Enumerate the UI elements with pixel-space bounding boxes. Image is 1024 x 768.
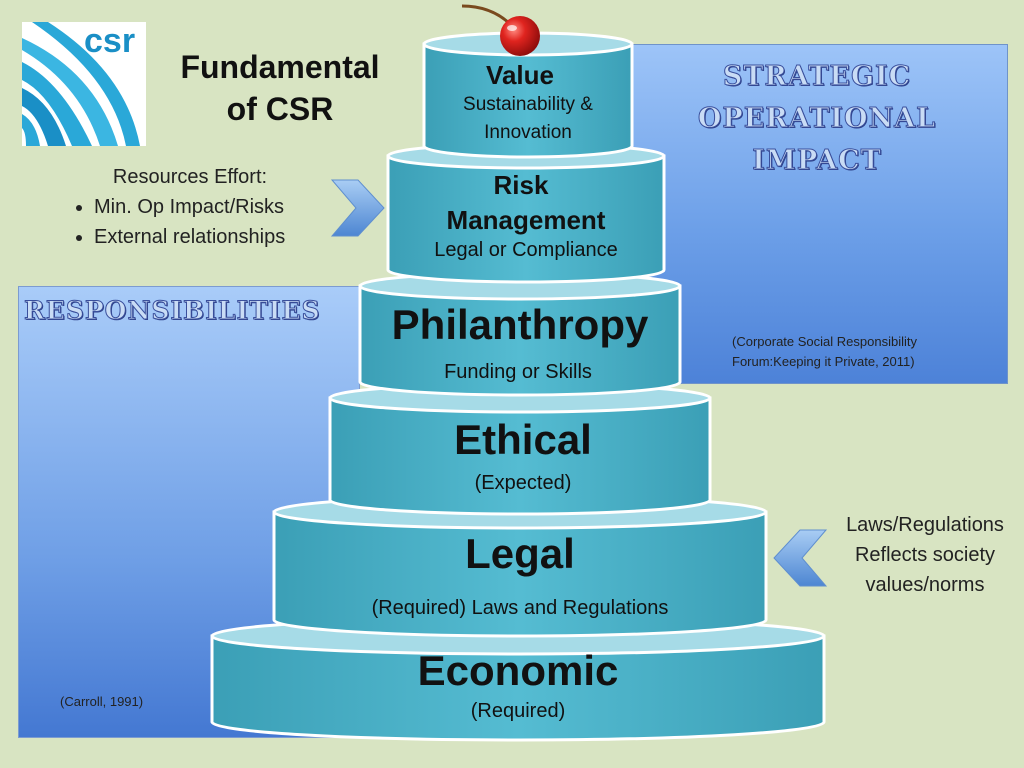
tier-legal-text: Legal (Required) Laws and Regulations — [274, 528, 766, 636]
tier-economic-name: Economic — [212, 644, 824, 698]
tier-philanthropy-name: Philanthropy — [360, 300, 680, 350]
tier-value-name: Value — [408, 60, 632, 90]
tier-economic-sub: (Required) — [212, 698, 824, 724]
tier-ethical-sub: (Expected) — [336, 466, 710, 500]
tier-value-sub-line1: Sustainability & — [424, 90, 632, 120]
chevron-left-icon — [774, 530, 826, 586]
tier-risk-text: Risk Management Legal or Compliance — [388, 168, 664, 262]
tier-ethical-name: Ethical — [336, 414, 710, 466]
tier-economic-text: Economic (Required) — [212, 644, 824, 724]
tier-risk-name-line2: Management — [388, 202, 664, 238]
chevron-right-icon — [332, 180, 384, 236]
tier-risk-name-line1: Risk — [378, 168, 664, 202]
tier-ethical-text: Ethical (Expected) — [330, 414, 710, 500]
tier-philanthropy-text: Philanthropy Funding or Skills — [360, 300, 680, 394]
tier-value-sub-line2: Innovation — [424, 120, 632, 146]
tier-value-text: Value Sustainability & Innovation — [424, 60, 632, 146]
tier-risk-sub: Legal or Compliance — [388, 238, 664, 262]
tier-philanthropy-sub: Funding or Skills — [356, 350, 680, 394]
tier-legal-name: Legal — [274, 528, 766, 580]
tier-legal-sub: (Required) Laws and Regulations — [274, 580, 766, 636]
